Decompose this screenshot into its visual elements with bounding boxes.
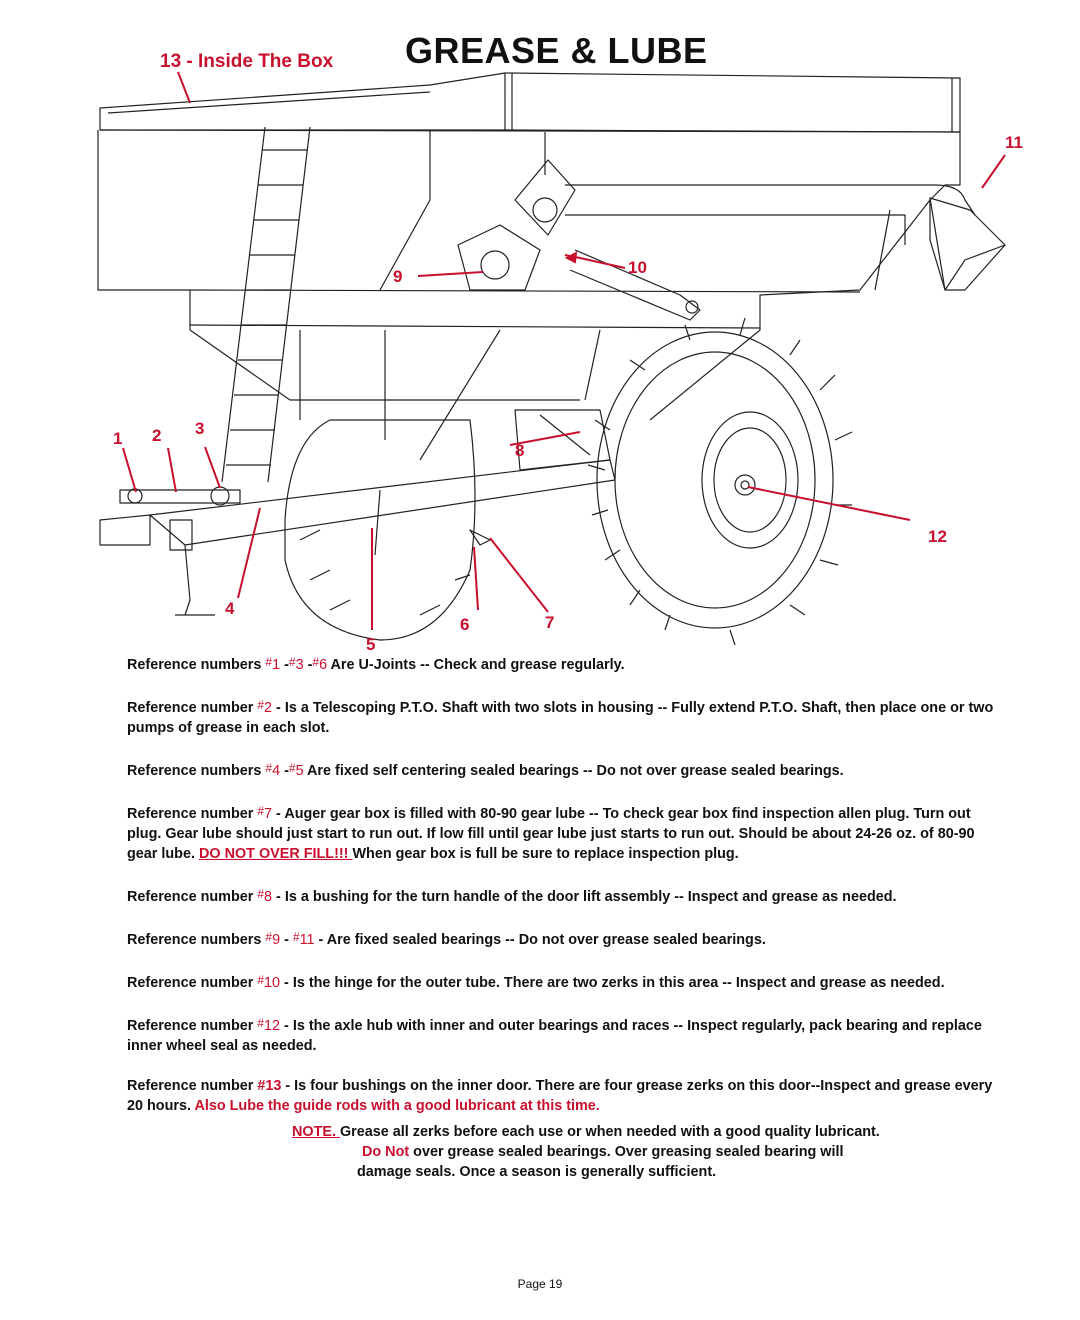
paragraph-axle-hub: Reference number #12 - Is the axle hub w… [127,1016,982,1054]
note-line-3: damage seals. Once a season is generally… [357,1164,717,1180]
paragraph-ujoints: Reference numbers #1 -#3 -#6 Are U-Joint… [127,655,625,673]
callout-12: 12 [928,527,947,546]
callout-10: 10 [628,258,647,277]
do-not-label: Do Not [362,1144,410,1160]
paragraph-pto-shaft: Reference number #2 - Is a Telescoping P… [127,698,994,736]
callout-4: 4 [225,599,235,618]
callout-8: 8 [515,441,524,460]
paragraph-gear-box: Reference number #7 - Auger gear box is … [127,804,975,862]
hopper-extension [99,72,961,133]
rear-tire [284,419,476,641]
callout-2: 2 [152,426,161,445]
guide-rods-note: Also Lube the guide rods with a good lub… [194,1098,600,1114]
ladder [221,126,311,483]
auger-tube [565,184,1006,291]
callout-9: 9 [393,267,402,286]
inside-box-label: 13 - Inside The Box [160,51,334,72]
note-line-2: Do Not over grease sealed bearings. Over… [362,1144,844,1160]
callout-1: 1 [113,429,122,448]
do-not-overfill-warning: DO NOT OVER FILL!!! [198,846,353,862]
door-lift [469,409,611,546]
paragraph-inner-door: Reference number #13 - Is four bushings … [127,1078,993,1114]
hopper-body [97,130,961,461]
callout-6: 6 [460,615,469,634]
page-number: Page 19 [517,1277,563,1291]
paragraph-fixed-sealed-bearings: Reference numbers #9 - #11 - Are fixed s… [127,930,766,948]
note-block: NOTE. Grease all zerks before each use o… [292,1124,880,1140]
auger-drive [457,159,701,321]
frame-tongue [99,459,616,616]
paragraph-self-centering-bearings: Reference numbers #4 -#5 Are fixed self … [127,761,844,779]
paragraph-hinge: Reference number #10 - Is the hinge for … [127,973,945,991]
callout-11: 11 [1005,133,1023,152]
callout-5: 5 [366,635,375,654]
note-label: NOTE. [292,1124,340,1140]
callout-3: 3 [195,419,204,438]
page-title: GREASE & LUBE [405,30,708,71]
callout-7: 7 [545,613,554,632]
instructions: Reference numbers #1 -#3 -#6 Are U-Joint… [127,652,1007,1182]
paragraph-door-lift-bushing: Reference number #8 - Is a bushing for t… [127,887,897,905]
main-tire [587,317,853,646]
grain-cart-diagram: 11 9 10 1 2 3 8 12 4 6 7 5 [97,71,1023,654]
